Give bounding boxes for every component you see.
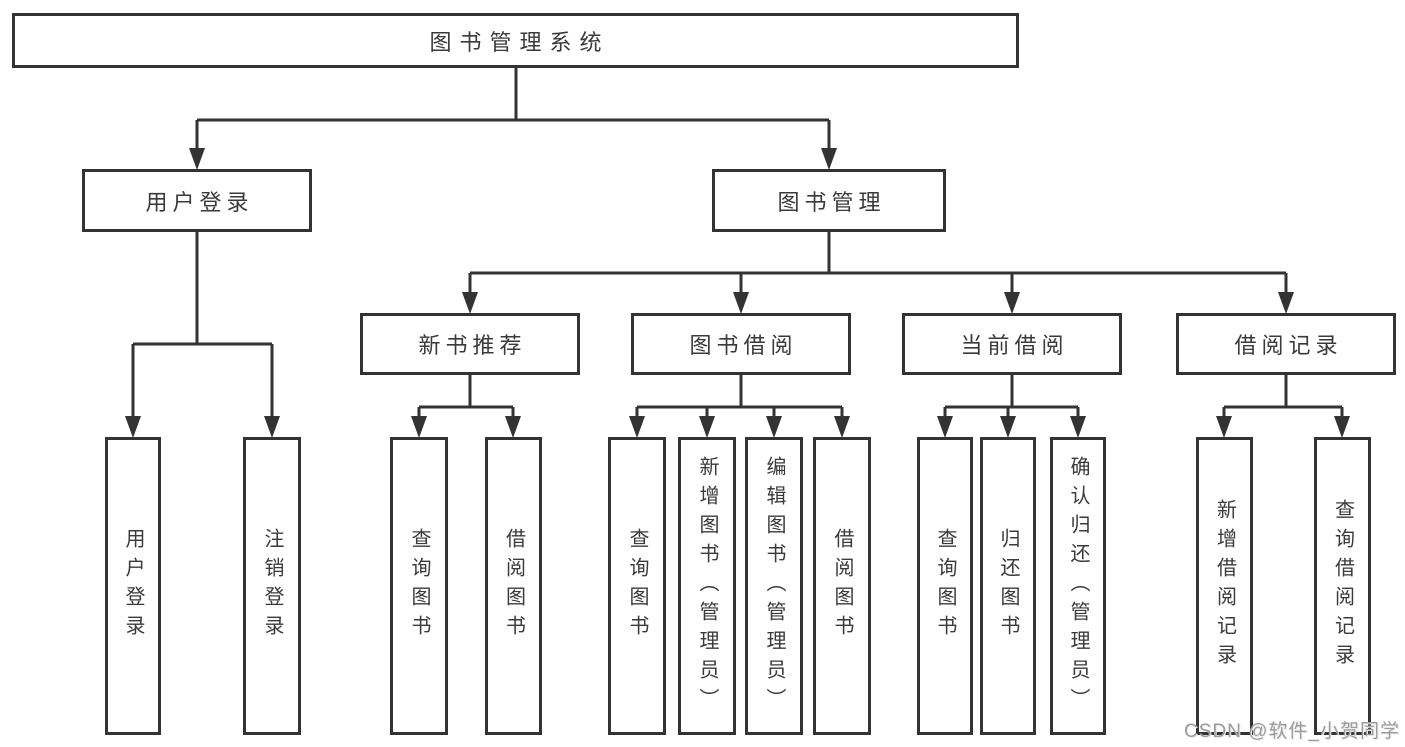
node-leaf-query-books-borrowing: 查询图书 xyxy=(608,437,666,735)
node-leaf-query-borrow-record: 查询借阅记录 xyxy=(1314,437,1371,735)
node-user-login: 用户登录 xyxy=(82,169,312,232)
node-book-borrowing: 图书借阅 xyxy=(631,313,851,375)
node-leaf-borrow-books-recommend: 借阅图书 xyxy=(485,437,542,735)
node-leaf-add-books-admin: 新增图书（管理员） xyxy=(678,437,736,735)
node-leaf-logout: 注销登录 xyxy=(243,437,301,735)
node-leaf-query-books-current: 查询图书 xyxy=(917,437,973,735)
node-library-management-system: 图书管理系统 xyxy=(12,13,1019,68)
watermark-text: CSDN @软件_小贺同学 xyxy=(1184,721,1400,742)
node-leaf-confirm-return-admin: 确认归还（管理员） xyxy=(1050,437,1106,735)
node-leaf-user-login: 用户登录 xyxy=(105,437,161,735)
node-book-management: 图书管理 xyxy=(712,169,946,232)
node-borrowing-records: 借阅记录 xyxy=(1176,313,1396,375)
node-leaf-edit-books-admin: 编辑图书（管理员） xyxy=(745,437,803,735)
node-current-borrowing: 当前借阅 xyxy=(902,313,1122,375)
node-leaf-return-books: 归还图书 xyxy=(980,437,1036,735)
node-leaf-query-books-recommend: 查询图书 xyxy=(390,437,448,735)
arrowheads xyxy=(125,148,1350,438)
node-leaf-borrow-books: 借阅图书 xyxy=(813,437,871,735)
node-leaf-add-borrow-record: 新增借阅记录 xyxy=(1196,437,1253,735)
node-new-book-recommendation: 新书推荐 xyxy=(360,313,580,375)
